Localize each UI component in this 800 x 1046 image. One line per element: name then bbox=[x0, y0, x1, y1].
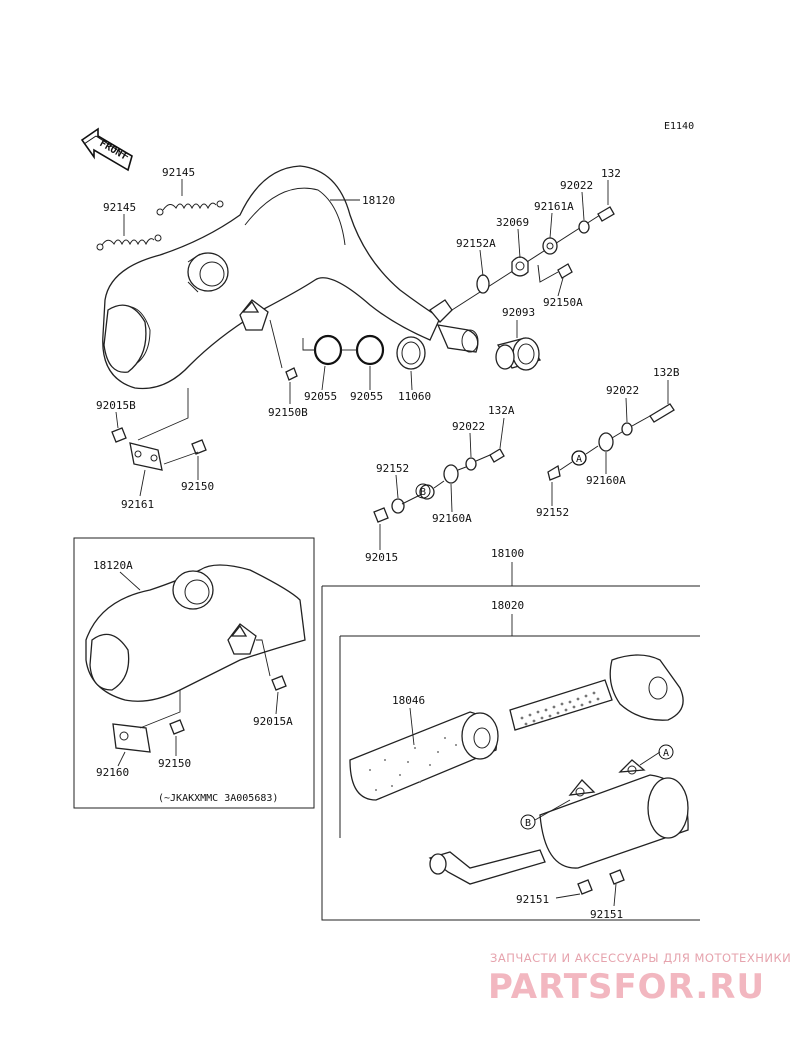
label-132B: 132B bbox=[653, 366, 680, 379]
label-92160: 92160 bbox=[96, 766, 129, 779]
label-132: 132 bbox=[601, 167, 621, 180]
o-ring-left bbox=[313, 334, 343, 366]
label-92160A-left: 92160A bbox=[432, 512, 472, 525]
label-32069: 32069 bbox=[496, 216, 529, 229]
label-92015B: 92015B bbox=[96, 399, 136, 412]
label-92151-right: 92151 bbox=[590, 908, 623, 921]
label-92015: 92015 bbox=[365, 551, 398, 564]
label-92150A: 92150A bbox=[543, 296, 583, 309]
spring-upper bbox=[156, 200, 224, 216]
flange-hardware bbox=[451, 206, 615, 311]
spring-lower bbox=[96, 234, 162, 251]
label-132A: 132A bbox=[488, 404, 515, 417]
expansion-chamber bbox=[102, 165, 479, 390]
label-18100: 18100 bbox=[491, 547, 524, 560]
silencer-body bbox=[428, 759, 689, 895]
label-18120: 18120 bbox=[362, 194, 395, 207]
label-92161: 92161 bbox=[121, 498, 154, 511]
label-92145-top: 92145 bbox=[162, 166, 195, 179]
label-18046: 18046 bbox=[392, 694, 425, 707]
label-92022-mid: 92022 bbox=[452, 420, 485, 433]
label-92160A-right: 92160A bbox=[586, 474, 626, 487]
label-92151-left: 92151 bbox=[516, 893, 549, 906]
label-92152A: 92152A bbox=[456, 237, 496, 250]
label-92152-left: 92152 bbox=[376, 462, 409, 475]
label-92152-right: 92152 bbox=[536, 506, 569, 519]
marker-a-muffler-circle bbox=[658, 744, 674, 760]
watermark-logo: PARTSFOR.RU bbox=[488, 967, 765, 1007]
silencer-end-cap bbox=[509, 654, 684, 731]
mount-hardware-a bbox=[547, 403, 675, 481]
silencer-packing bbox=[349, 711, 499, 801]
diagram-code: E1140 bbox=[664, 121, 694, 132]
label-92093: 92093 bbox=[502, 306, 535, 319]
front-arrow-icon bbox=[80, 127, 133, 172]
marker-a-callout-circle bbox=[571, 450, 587, 466]
inset-note: (~JKAKXMMC 3A005683) bbox=[158, 793, 278, 804]
label-92055-a: 92055 bbox=[304, 390, 337, 403]
label-18120A: 18120A bbox=[93, 559, 133, 572]
watermark-tagline: ЗАПЧАСТИ И АКСЕССУАРЫ ДЛЯ МОТОТЕХНИКИ bbox=[490, 951, 791, 965]
bolt-92150B bbox=[285, 367, 298, 381]
silencer-assembly-box bbox=[321, 585, 700, 921]
marker-b-muffler: B bbox=[525, 818, 531, 829]
bracket-92161 bbox=[111, 388, 207, 471]
label-92150-upper: 92150 bbox=[181, 480, 214, 493]
marker-a-callout: A bbox=[576, 454, 582, 465]
rubber-coupling bbox=[495, 337, 542, 371]
label-92055-b: 92055 bbox=[350, 390, 383, 403]
inset-box bbox=[73, 537, 315, 809]
label-92022-right: 92022 bbox=[606, 384, 639, 397]
label-92015A: 92015A bbox=[253, 715, 293, 728]
label-92161A: 92161A bbox=[534, 200, 574, 213]
gasket-ring bbox=[396, 336, 426, 370]
label-92150B: 92150B bbox=[268, 406, 308, 419]
label-92022-top: 92022 bbox=[560, 179, 593, 192]
marker-b-callout: B bbox=[420, 487, 426, 498]
label-92145-mid: 92145 bbox=[103, 201, 136, 214]
marker-a-muffler: A bbox=[663, 748, 669, 759]
marker-b-callout-circle bbox=[415, 483, 431, 499]
label-92150-lower: 92150 bbox=[158, 757, 191, 770]
label-18020: 18020 bbox=[491, 599, 524, 612]
silencer-inner-box bbox=[339, 635, 700, 838]
marker-b-muffler-circle bbox=[520, 814, 536, 830]
mount-hardware-b bbox=[373, 448, 505, 523]
expansion-chamber-alt bbox=[85, 564, 306, 753]
label-11060: 11060 bbox=[398, 390, 431, 403]
o-ring-right bbox=[355, 334, 385, 366]
